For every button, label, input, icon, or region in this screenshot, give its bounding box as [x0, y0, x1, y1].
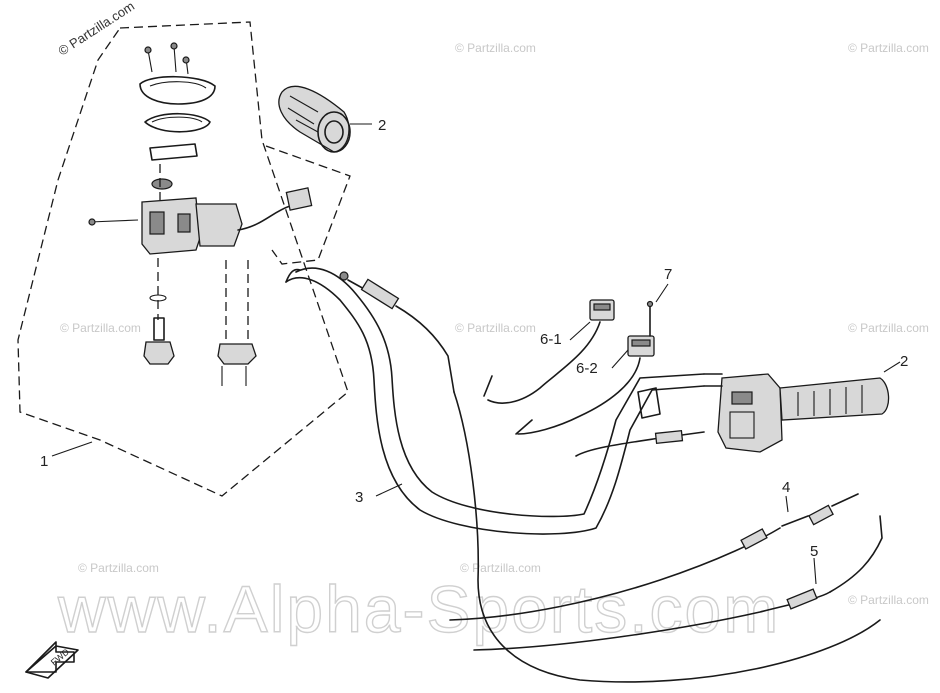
right-grip: [779, 377, 890, 421]
leader-line: [569, 321, 591, 341]
fwd-arrow-icon: FWD: [25, 641, 79, 679]
left-grip: [278, 85, 351, 153]
callout-5: 5: [810, 543, 818, 560]
leader-line: [813, 557, 817, 585]
callout-7: 7: [664, 266, 672, 283]
switch-assembly-boundary: [17, 21, 349, 497]
leader-line: [611, 349, 629, 369]
callout-6-2: 6-2: [576, 360, 598, 377]
partzilla-watermark: © Partzilla.com: [848, 593, 929, 607]
leader-line: [883, 361, 901, 373]
part-7-pin: [646, 300, 654, 337]
callout-6-1: 6-1: [540, 331, 562, 348]
partzilla-watermark: © Partzilla.com: [455, 321, 536, 335]
handlebar: [285, 267, 705, 535]
partzilla-watermark: © Partzilla.com: [455, 41, 536, 55]
callout-3-handlebar: 3: [355, 489, 363, 506]
cable-5: [473, 515, 883, 651]
alpha-sports-watermark: www.Alpha-Sports.com: [57, 572, 780, 646]
throttle-cable: [339, 271, 881, 683]
partzilla-watermark: © Partzilla.com: [78, 561, 159, 575]
throttle-cable-right: [575, 429, 705, 457]
callout-4: 4: [782, 479, 790, 496]
partzilla-watermark: © Partzilla.com: [848, 321, 929, 335]
leader-line: [655, 283, 669, 303]
connector-6-1: [483, 299, 615, 404]
partzilla-watermark: © Partzilla.com: [848, 41, 929, 55]
partzilla-watermark-tiles: © Partzilla.com © Partzilla.com © Partzi…: [60, 41, 929, 607]
connector-6-2: [515, 335, 655, 435]
left-switch-assembly: [88, 42, 313, 386]
leader-line: [785, 495, 789, 513]
right-switch-housing: [637, 373, 783, 453]
callout-2-left-grip: 2: [378, 117, 386, 134]
partzilla-watermark: © Partzilla.com: [60, 321, 141, 335]
leader-line: [375, 483, 403, 497]
leader-line: [51, 441, 93, 457]
cable-4: [449, 493, 859, 621]
partzilla-corner-watermark: © Partzilla.com: [55, 0, 137, 59]
callout-1: 1: [40, 453, 48, 470]
partzilla-watermark: © Partzilla.com: [460, 561, 541, 575]
handlebar-boundary: [265, 145, 351, 265]
callout-2-right-grip: 2: [900, 353, 908, 370]
